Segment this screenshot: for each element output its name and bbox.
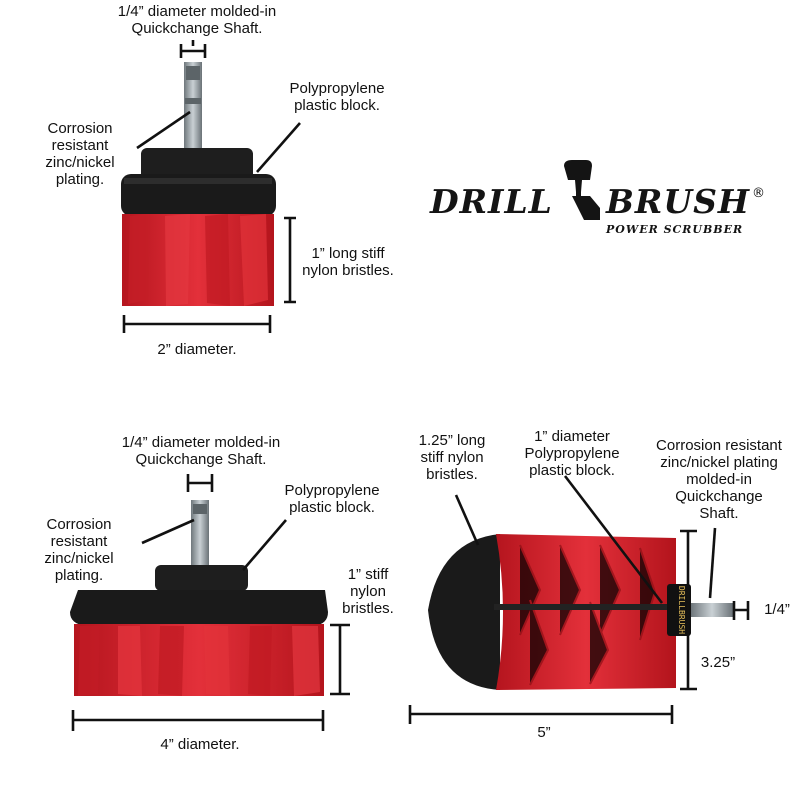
- brush2-diameter-label: 4” diameter.: [160, 736, 240, 753]
- brush3-height-dimension: 3.25”: [700, 654, 736, 671]
- brush1-diameter-label: 2” diameter.: [157, 341, 237, 358]
- brush1-bristle-label: 1” long stiff nylon bristles.: [302, 245, 394, 279]
- brush3-shaft-dimension: 1/4”: [764, 601, 790, 618]
- plastic-block-base: [70, 590, 328, 626]
- brush3-plating-label: Corrosion resistant zinc/nickel plating …: [656, 437, 782, 522]
- drillbrush-logo: DRILL BRUSH ® POWER SCRUBBER: [430, 160, 770, 250]
- black-bristle-tip: [428, 534, 500, 690]
- brush2-plating-label: Corrosion resistant zinc/nickel plating.: [44, 516, 114, 584]
- drill-icon: [564, 160, 600, 220]
- brush3-bristle-label: 1.25” long stiff nylon bristles.: [418, 432, 486, 483]
- brush3-block-label: 1” diameter Polypropylene plastic block.: [524, 428, 620, 479]
- brush2-shaft-label: 1/4” diameter molded-in Quickchange Shaf…: [121, 434, 281, 468]
- brush-small: [121, 62, 276, 306]
- bristles: [122, 214, 274, 306]
- brush2-bristle-label: 1” stiff nylon bristles.: [342, 566, 394, 617]
- hex-shaft: [184, 62, 202, 154]
- bristles: [74, 624, 324, 696]
- brush1-shaft-label: 1/4” diameter molded-in Quickchange Shaf…: [117, 3, 277, 37]
- brush2-block-label: Polypropylene plastic block.: [284, 482, 380, 516]
- plastic-block-base: [121, 174, 276, 216]
- brush3-length-dimension: 5”: [537, 724, 551, 741]
- twisted-wire-core: [494, 604, 670, 610]
- brush-bottle: DRILLBRUSH: [428, 534, 733, 690]
- annotation-lines: [71, 40, 750, 731]
- brush-large: [70, 500, 328, 696]
- plastic-block-top: [155, 565, 248, 591]
- brush1-plating-label: Corrosion resistant zinc/nickel plating.: [45, 120, 115, 188]
- plastic-block-top: [141, 148, 253, 180]
- ferrule-text: DRILLBRUSH: [677, 586, 686, 634]
- hex-shaft: [191, 500, 209, 570]
- ferrule: [667, 584, 691, 636]
- hex-shaft: [691, 603, 733, 617]
- brush1-block-label: Polypropylene plastic block.: [289, 80, 385, 114]
